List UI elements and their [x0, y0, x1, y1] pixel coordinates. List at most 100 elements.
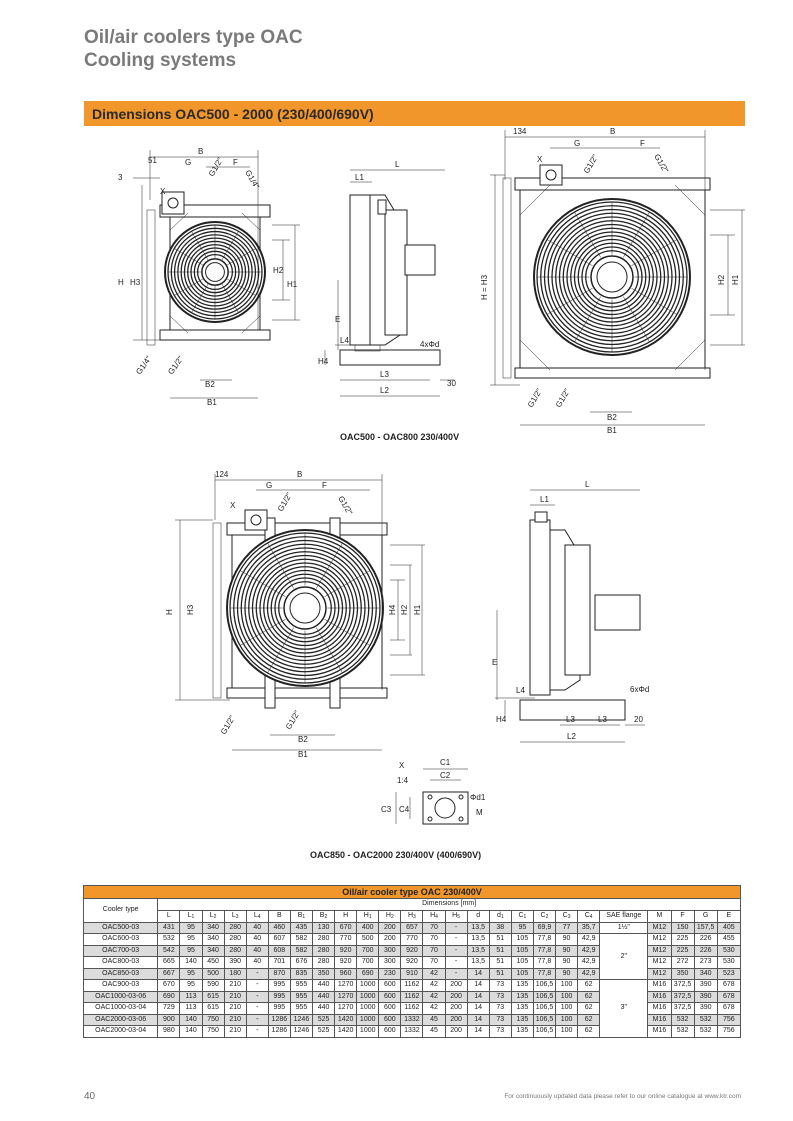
value-cell: 440 — [311, 1002, 336, 1015]
value-cell: 525 — [311, 1013, 336, 1026]
value-cell: 73 — [488, 990, 512, 1003]
dim-label-h1: H1 — [287, 280, 298, 289]
fan-part — [174, 278, 203, 296]
value-cell: 200 — [378, 933, 402, 946]
col-header-l3: L3 — [223, 909, 247, 923]
value-cell: 678 — [716, 1002, 742, 1015]
value-cell: 70 — [422, 933, 446, 946]
value-cell: M16 — [647, 990, 672, 1003]
value-cell: 106,5 — [532, 979, 557, 992]
value-cell: 1332 — [400, 1025, 424, 1038]
value-cell: 113 — [179, 1002, 203, 1015]
dim-label-b: B — [297, 470, 302, 479]
value-cell: 226 — [693, 933, 718, 946]
value-cell: 690 — [356, 967, 380, 980]
value-cell: 532 — [670, 1013, 695, 1026]
value-cell: 225 — [670, 944, 695, 957]
fan-part — [631, 239, 678, 266]
value-cell: 210 — [223, 1002, 247, 1015]
side-view-big: L L1 E L4 H4 L3 L3 L2 20 6xΦd — [492, 480, 649, 743]
value-cell: 600 — [378, 1025, 402, 1038]
dim-label-b1: B1 — [607, 426, 617, 435]
value-cell: 1246 — [289, 1013, 313, 1026]
fan-grille-icon — [533, 198, 691, 356]
value-cell: 920 — [334, 956, 358, 969]
value-cell: M16 — [647, 1002, 672, 1015]
value-cell: 280 — [311, 944, 336, 957]
port-label-g12-bottom: G1/2" — [526, 387, 544, 409]
value-cell: 980 — [157, 1025, 181, 1038]
value-cell: 340 — [201, 933, 225, 946]
side-view-small: L L1 E L4 H4 L3 L2 30 4xΦd — [318, 160, 456, 397]
value-cell: 13,5 — [466, 921, 490, 934]
port-label-g12-bottom: G1/2" — [219, 714, 237, 736]
value-cell: 100 — [555, 1013, 579, 1026]
section-header: Dimensions OAC500 - 2000 (230/400/690V) — [84, 101, 745, 126]
value-cell: 42,9 — [577, 933, 601, 946]
value-cell: - — [245, 1025, 269, 1038]
dim-label-30: 30 — [447, 379, 456, 388]
value-cell: 95 — [179, 979, 203, 992]
value-cell: 870 — [267, 967, 291, 980]
value-cell: 525 — [311, 1025, 336, 1038]
value-cell: 95 — [179, 944, 203, 957]
value-cell: 920 — [334, 944, 358, 957]
dim-label-c2: C2 — [440, 771, 451, 780]
value-cell: 13,5 — [466, 933, 490, 946]
value-cell: 140 — [179, 1013, 203, 1026]
subscript: 4 — [435, 913, 438, 920]
value-cell: 995 — [267, 1002, 291, 1015]
value-cell: 200 — [378, 921, 402, 934]
fan-part — [239, 619, 286, 646]
dim-label-h3: H3 — [186, 604, 195, 615]
value-cell: 42,9 — [577, 956, 601, 969]
col-header-l1: L1 — [179, 909, 203, 923]
value-cell: 340 — [201, 944, 225, 957]
subscript: 1 — [500, 913, 504, 920]
value-cell: 280 — [223, 944, 247, 957]
value-cell: 62 — [577, 1002, 601, 1015]
value-cell: 701 — [267, 956, 291, 969]
subscript: 1 — [523, 913, 527, 920]
dim-label-l2: L2 — [567, 732, 576, 741]
port-label-g14-bottom: G1/4" — [134, 354, 153, 376]
value-cell: 1420 — [334, 1025, 358, 1038]
dim-label-h-h3: H = H3 — [480, 274, 489, 300]
value-cell: 600 — [378, 990, 402, 1003]
value-cell: 678 — [716, 979, 742, 992]
fan-part — [289, 592, 321, 624]
value-cell: 95 — [179, 933, 203, 946]
subscript: 2 — [324, 913, 328, 920]
col-header-h: H — [334, 909, 358, 923]
col-header-h5: H5 — [444, 909, 468, 923]
cooler-type-cell: OAC700-03 — [82, 944, 159, 957]
value-cell: 135 — [510, 990, 534, 1003]
value-cell: 455 — [716, 933, 742, 946]
port-label-g12-bottom: G1/2" — [166, 354, 185, 376]
fan-part — [191, 284, 209, 313]
sae-flange-cell: 3" — [599, 979, 649, 1038]
value-cell: 1162 — [400, 990, 424, 1003]
value-cell: 670 — [334, 921, 358, 934]
cooler-type-cell: OAC600-03 — [82, 933, 159, 946]
front-view-small: B G F 51 3 X H H3 H2 H1 B2 B1 G1/2" G1/4… — [118, 147, 300, 407]
dim-label-51: 51 — [148, 156, 157, 165]
port-label-g12-bottom: G1/2" — [554, 387, 572, 409]
value-cell: 77,8 — [532, 944, 557, 957]
value-cell: 607 — [267, 933, 291, 946]
fan-part — [239, 570, 286, 597]
dim-label-l2: L2 — [380, 386, 389, 395]
value-cell: 40 — [245, 933, 269, 946]
dim-label-g: G — [266, 481, 272, 490]
value-cell: 1270 — [334, 990, 358, 1003]
value-cell: 42 — [422, 967, 446, 980]
value-cell: - — [444, 967, 468, 980]
col-header-e: E — [716, 909, 742, 923]
fan-part — [316, 542, 343, 589]
col-header-h1: H1 — [356, 909, 380, 923]
value-cell: 62 — [577, 1013, 601, 1026]
dim-label-134: 134 — [513, 127, 527, 136]
fan-part — [574, 296, 601, 343]
